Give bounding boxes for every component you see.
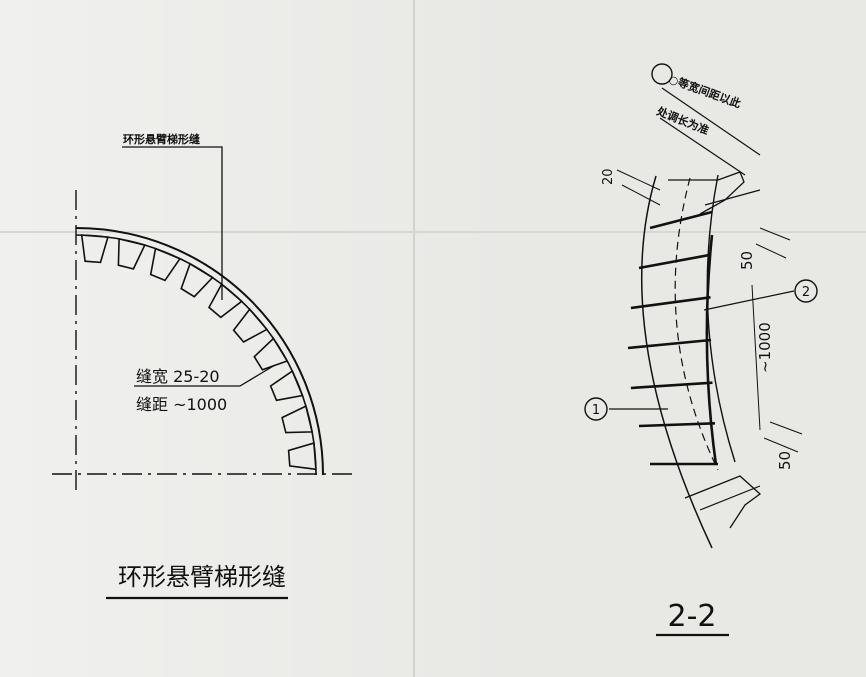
callout-1-label: 1 xyxy=(592,403,600,418)
leader-line-top xyxy=(122,146,223,300)
trapezoid-joint xyxy=(253,337,289,371)
left-title: 环形悬臂梯形缝 xyxy=(118,563,286,591)
rebar-line xyxy=(638,253,712,270)
callout-2-leader xyxy=(703,290,795,311)
dim-line-top-2 xyxy=(621,184,661,206)
dim-bottom-label: 50 xyxy=(776,451,794,470)
trapezoid-joint xyxy=(207,282,243,319)
dim-line-bottom-2 xyxy=(763,437,799,453)
dim-line-bottom xyxy=(769,421,803,435)
leader-label: 环形悬臂梯形缝 xyxy=(123,132,200,146)
trapezoid-joint xyxy=(180,262,214,298)
width-label: 缝宽 25-20 xyxy=(136,367,220,386)
callout-2-label: 2 xyxy=(802,285,810,300)
longitudinal-rebar xyxy=(705,234,718,466)
bottom-joint-line xyxy=(699,485,761,511)
trapezoid-joint xyxy=(117,237,146,270)
spacing-label: 缝距 ~1000 xyxy=(136,395,227,414)
bottom-joint-break xyxy=(684,475,762,529)
trapezoid-joint xyxy=(80,234,109,264)
rebar-line xyxy=(630,296,711,310)
dim-line-mid-2 xyxy=(755,243,787,259)
dim-line-top xyxy=(616,169,661,191)
rebar-line xyxy=(649,210,713,230)
dim-line-mid xyxy=(759,227,791,241)
note-leader-2 xyxy=(659,117,746,176)
note-line1: ○等宽间距以此 xyxy=(667,72,743,111)
dim-top-label: 20 xyxy=(601,168,616,185)
dashed-center-arc xyxy=(674,177,719,471)
leader-line-width xyxy=(134,364,276,387)
dim-length-label: ~1000 xyxy=(756,322,774,373)
rebar-lines xyxy=(627,210,718,466)
dim-mid-label: 50 xyxy=(738,251,756,270)
second-arc xyxy=(75,234,317,476)
section-title: 2-2 xyxy=(668,599,717,634)
outer-arc xyxy=(75,227,324,476)
top-joint-line xyxy=(704,189,761,206)
right-diagram xyxy=(584,63,818,637)
rebar-line xyxy=(638,422,716,428)
note-leader-1 xyxy=(661,87,761,156)
trapezoid-joint xyxy=(287,442,317,471)
trapezoid-joint xyxy=(269,369,304,402)
trapezoid-joint xyxy=(281,405,314,434)
note-circle-icon xyxy=(651,63,673,85)
left-diagram xyxy=(52,146,355,600)
trapezoid-joint xyxy=(149,247,182,282)
callout-2-circle xyxy=(794,279,818,303)
top-joint-break xyxy=(668,171,745,215)
trapezoid-joint xyxy=(232,308,269,344)
dim-line-length xyxy=(751,284,761,431)
callout-1-circle xyxy=(584,397,608,421)
rebar-line xyxy=(627,338,712,350)
trapezoid-joints xyxy=(80,234,317,471)
rebar-line xyxy=(630,381,713,390)
